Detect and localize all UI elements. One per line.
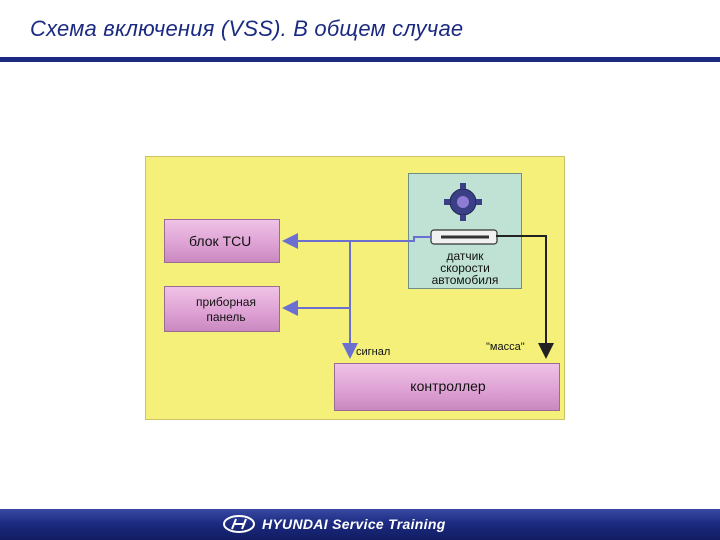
controller-box: контроллер	[334, 363, 560, 411]
sensor-label: датчик скорости автомобиля	[409, 250, 521, 286]
wiring-diagram: блок TCU приборная панель контроллер дат…	[145, 156, 565, 420]
wiring-lines	[282, 233, 554, 359]
speed-sensor-icon	[430, 183, 498, 245]
speed-sensor-panel: датчик скорости автомобиля	[408, 173, 522, 289]
dashboard-box: приборная панель	[164, 286, 280, 332]
signal-label: сигнал	[356, 346, 391, 358]
ground-label: "масса"	[486, 341, 525, 353]
controller-box-label: контроллер	[410, 378, 486, 394]
footer-brand-text: HYUNDAI Service Training	[262, 516, 446, 532]
tcu-box-label: блок TCU	[189, 233, 252, 249]
sensor-label-line-3: автомобиля	[431, 273, 499, 287]
dashboard-box-label: приборная панель	[196, 295, 256, 324]
sensor-label-line-2: скорости	[440, 261, 490, 275]
hyundai-logo-icon	[223, 515, 255, 533]
signal-wire-dashboard	[282, 241, 351, 316]
ground-wire	[496, 235, 554, 359]
sensor-label-line-1: датчик	[446, 249, 484, 263]
tcu-box: блок TCU	[164, 219, 280, 263]
signal-wire-tcu	[282, 233, 432, 249]
title-rule	[0, 57, 720, 62]
footer-bar: HYUNDAI Service Training	[0, 509, 720, 540]
slide-title: Схема включения (VSS). В общем случае	[30, 16, 464, 41]
